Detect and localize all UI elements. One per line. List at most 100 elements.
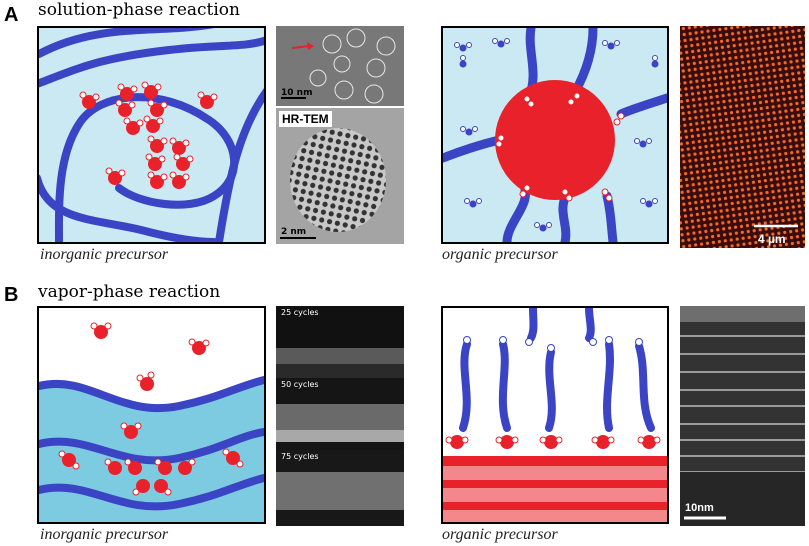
polymer-chain xyxy=(570,28,598,97)
polymer-chain xyxy=(443,135,504,163)
anchor-molecule xyxy=(591,435,615,449)
cross-section-25: 25 cycles xyxy=(276,306,404,378)
polymer-chain xyxy=(39,174,218,242)
crystal-lattice xyxy=(290,128,386,232)
water-molecule xyxy=(120,422,142,439)
fluorescence-lattice-svg xyxy=(680,26,805,248)
polymer-chain xyxy=(527,308,538,342)
tem-scale-label-top: 10 nm xyxy=(281,88,313,98)
liquid-layer xyxy=(39,380,264,522)
solution-organic-svg xyxy=(443,28,667,242)
polymer-chain xyxy=(459,340,471,432)
film-layer xyxy=(276,404,404,430)
polymer-chain xyxy=(39,36,264,88)
polymer-chain xyxy=(502,185,530,242)
polymer-chain xyxy=(545,348,556,432)
water-molecule xyxy=(136,371,155,391)
water-molecule xyxy=(154,479,172,496)
nanoparticle-outline xyxy=(366,58,386,78)
vapor-inorganic-svg xyxy=(39,322,264,522)
tem-image-top: 10 nm xyxy=(276,26,404,106)
red-arrow-icon xyxy=(291,42,314,50)
fluorescence-scale-label: 4 µm xyxy=(758,232,786,246)
stem-multilayer-image: 10nm xyxy=(680,306,805,526)
fluorescence-image: 4 µm xyxy=(680,26,805,248)
water-molecule xyxy=(188,338,210,355)
stem-scale-label: 10nm xyxy=(685,502,714,514)
water-molecule xyxy=(178,458,196,475)
nanoparticle-core xyxy=(495,80,615,200)
polymer-chain xyxy=(603,340,614,432)
panel-b-inorganic-caption: inorganic precursor xyxy=(40,526,169,543)
water-molecule xyxy=(117,83,138,101)
nanoparticle-outline xyxy=(376,36,396,56)
polymer-chain xyxy=(602,191,618,242)
film-layer xyxy=(276,472,404,510)
panel-a-title: solution-phase reaction xyxy=(38,0,240,20)
substrate-stack xyxy=(443,456,667,522)
hrtem-label: HR-TEM xyxy=(279,111,332,127)
nanoparticle-outline xyxy=(322,34,342,54)
polymer-chain xyxy=(54,93,239,242)
water-molecule xyxy=(79,91,100,109)
water-molecule xyxy=(197,91,218,109)
solution-inorganic-svg xyxy=(39,28,264,242)
water-molecule xyxy=(147,99,168,117)
vapor-organic-svg xyxy=(443,308,667,522)
substrate-layer xyxy=(276,364,404,378)
solution-inorganic-diagram xyxy=(37,26,266,244)
cycles-label-50: 50 cycles xyxy=(281,380,319,389)
nanoparticle-outline xyxy=(364,84,384,104)
panel-b-letter: B xyxy=(4,284,19,306)
water-molecule xyxy=(124,458,142,475)
water-molecule xyxy=(154,458,172,475)
polymer-chain xyxy=(39,28,215,58)
water-molecule xyxy=(147,171,168,189)
film-layer xyxy=(276,348,404,364)
cross-section-75: 75 cycles xyxy=(276,450,404,526)
polymer-chain xyxy=(39,474,264,511)
water-molecule xyxy=(58,450,80,470)
water-molecule xyxy=(169,171,190,189)
solution-organic-diagram xyxy=(441,26,669,244)
water-molecule xyxy=(105,167,126,185)
water-molecule xyxy=(115,99,136,117)
stem-multilayer-svg xyxy=(680,306,805,526)
anchor-molecule xyxy=(539,435,563,449)
substrate-layer xyxy=(276,430,404,442)
water-molecule xyxy=(222,448,244,468)
anchor-molecule xyxy=(445,435,469,449)
cross-section-50: 50 cycles xyxy=(276,378,404,450)
cycles-label-25: 25 cycles xyxy=(281,308,319,317)
vapor-organic-diagram xyxy=(441,306,669,524)
water-molecule xyxy=(143,115,164,133)
polymer-chain xyxy=(616,93,667,119)
water-molecule xyxy=(141,81,162,99)
water-molecule xyxy=(132,479,150,496)
water-molecule xyxy=(169,137,190,155)
panel-a-organic-caption: organic precursor xyxy=(442,246,558,263)
nanoparticle-outline xyxy=(309,69,327,87)
water-molecule xyxy=(147,135,168,153)
panel-a-letter: A xyxy=(4,4,19,26)
polymer-chain xyxy=(215,88,264,242)
cycles-label-75: 75 cycles xyxy=(281,452,319,461)
water-molecule xyxy=(104,458,122,475)
polymer-chain xyxy=(498,340,511,432)
panel-b-organic-caption: organic precursor xyxy=(442,526,558,543)
polymer-chain xyxy=(635,342,655,432)
water-molecule xyxy=(173,153,194,171)
water-molecule xyxy=(90,322,112,339)
panel-a-inorganic-caption: inorganic precursor xyxy=(40,246,169,263)
panel-b-title: vapor-phase reaction xyxy=(38,282,221,302)
hrtem-lattice-svg xyxy=(276,108,404,244)
nanoparticle-outline xyxy=(333,55,351,73)
tem-scale-label-bottom: 2 nm xyxy=(281,227,307,237)
nanoparticle-outline xyxy=(334,80,354,100)
polymer-chain xyxy=(39,428,264,465)
hrtem-image: HR-TEM 2 nm xyxy=(276,108,404,244)
water-molecule xyxy=(123,117,144,135)
polymer-chain xyxy=(39,376,264,412)
tem-particles-svg xyxy=(276,26,404,106)
polymer-chain xyxy=(585,308,595,342)
